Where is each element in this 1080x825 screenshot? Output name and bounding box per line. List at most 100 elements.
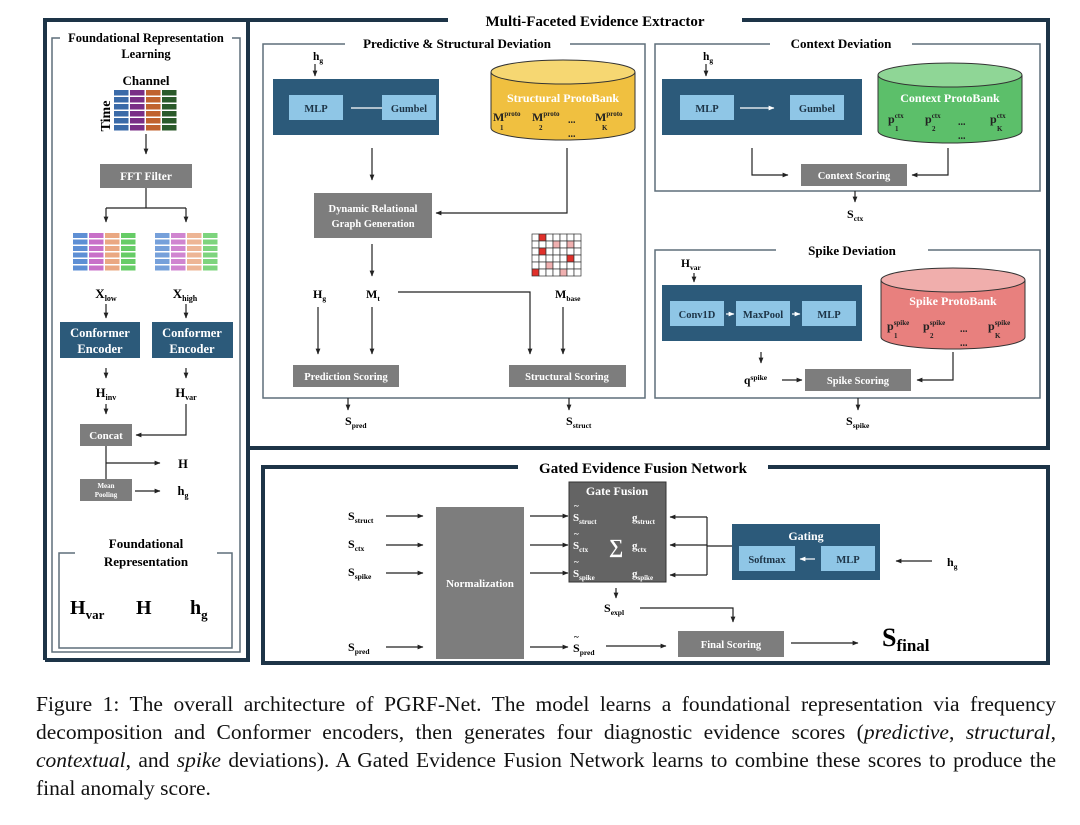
hg-repr: hg <box>190 597 208 622</box>
mean-pooling-label-2: Pooling <box>95 491 118 499</box>
ctx-frame <box>654 43 1041 192</box>
h-output: H <box>178 457 188 471</box>
left-title-1: Foundational Representation <box>68 31 224 45</box>
grid-cell <box>105 239 120 245</box>
matrix-cell <box>559 268 568 277</box>
conformer-encoder-low <box>60 322 140 358</box>
fusion-input-spike: Sspike <box>348 565 372 581</box>
structural-bank-title: Structural ProtoBank <box>507 91 619 105</box>
matrix-cell <box>545 254 554 263</box>
mean-pooling-block <box>80 479 132 501</box>
bank-item: Mproto <box>532 110 560 124</box>
grid-cell <box>130 90 145 96</box>
ctx-mlp-block <box>680 95 734 120</box>
grid-cell <box>187 252 202 258</box>
bank-item-sub: 1 <box>895 125 899 133</box>
tilde: ~ <box>574 501 579 511</box>
spike-hvar-input: Hvar <box>681 258 701 272</box>
ellipsis: ... <box>958 117 966 128</box>
ps-title: Predictive & Structural Deviation <box>363 36 552 51</box>
grid-cell <box>203 259 218 264</box>
grid-cell <box>105 233 120 238</box>
grid-cell <box>187 259 202 264</box>
fft-filter-label: FFT Filter <box>120 171 172 183</box>
ellipsis: ... <box>568 129 576 140</box>
left-title-2: Learning <box>121 47 171 61</box>
grid-cell <box>130 125 145 131</box>
tilde: ~ <box>574 557 579 567</box>
gating-mlp-label: MLP <box>836 555 860 566</box>
hg-label: Hg <box>313 287 326 303</box>
gate-fusion-block <box>568 481 667 583</box>
gated-fusion-network: Gated Evidence Fusion Network Sstruct Sc… <box>261 461 1050 665</box>
s-ctx-output: Sctx <box>847 207 864 223</box>
matrix-cell <box>566 254 575 263</box>
predictive-structural-panel: Predictive & Structural Deviation hg MLP… <box>262 36 646 430</box>
structural-scoring-label: Structural Scoring <box>525 372 609 383</box>
inner-frame <box>51 37 241 653</box>
grid-cell <box>155 239 170 245</box>
grid-cell <box>114 97 129 103</box>
caption-term: predictive <box>863 720 949 744</box>
conv1d-block <box>670 301 724 326</box>
grid-cell <box>73 265 88 271</box>
mean-pooling-label-1: Mean <box>97 482 114 490</box>
h-var-repr: Hvar <box>70 597 105 622</box>
grid-cell <box>73 246 88 251</box>
grid-cell <box>121 265 136 271</box>
gating-hg-input: hg <box>947 555 958 571</box>
spike-bank-title: Spike ProtoBank <box>909 294 997 308</box>
grid-cell <box>146 90 161 96</box>
grid-cell <box>155 265 170 271</box>
grid-cell <box>162 125 177 131</box>
grid-cell <box>73 252 88 258</box>
bank-item: Mproto <box>595 110 623 124</box>
grid-cell <box>162 118 177 124</box>
grid-cell <box>89 252 104 258</box>
matrix-cell <box>552 261 561 270</box>
matrix-cell <box>573 261 582 270</box>
graph-gen-label-2: Graph Generation <box>331 219 414 230</box>
norm-s-spike: Sspike <box>573 568 595 582</box>
matrix-cell <box>545 247 554 256</box>
fusion-title: Gated Evidence Fusion Network <box>539 461 748 477</box>
outer-frame-bottom <box>45 450 250 662</box>
graph-generation-block <box>314 193 432 238</box>
bank-item: pctx <box>888 112 904 126</box>
ctx-gumbel-block <box>790 95 844 120</box>
caption-term: contextual <box>36 748 126 772</box>
arrow <box>916 352 954 383</box>
matrix-cell <box>559 254 568 263</box>
grid-cell <box>114 90 129 96</box>
ctx-mlp-label: MLP <box>695 104 719 115</box>
matrix-cell <box>531 268 540 277</box>
grid-cell <box>171 233 186 238</box>
spike-scoring-block <box>805 369 911 391</box>
ps-frame <box>262 43 646 399</box>
low-frequency-grid <box>73 233 136 271</box>
conformer-encoder-high <box>152 322 233 358</box>
fusion-input-pred: Spred <box>348 640 370 656</box>
ps-hg-input: hg <box>313 51 323 65</box>
caption-text: , <box>948 720 966 744</box>
ellipsis: ... <box>568 115 576 126</box>
sum-icon: ∑ <box>609 536 623 558</box>
ps-mlp-label: MLP <box>304 104 328 115</box>
graph-gen-label-1: Dynamic Relational <box>329 204 418 215</box>
grid-cell <box>146 111 161 117</box>
grid-cell <box>105 246 120 251</box>
grid-cell <box>89 259 104 264</box>
gate-connector <box>706 517 732 575</box>
caption-text: , and <box>125 748 177 772</box>
extractor-title: Multi-Faceted Evidence Extractor <box>485 14 704 30</box>
grid-cell <box>146 97 161 103</box>
matrix-cell <box>559 240 568 249</box>
grid-cell <box>114 118 129 124</box>
grid-cell <box>73 259 88 264</box>
grid-cell <box>203 252 218 258</box>
grid-cell <box>162 90 177 96</box>
matrix-cell <box>552 233 561 242</box>
matrix-cell <box>538 254 547 263</box>
matrix-cell <box>552 268 561 277</box>
matrix-cell <box>566 268 575 277</box>
